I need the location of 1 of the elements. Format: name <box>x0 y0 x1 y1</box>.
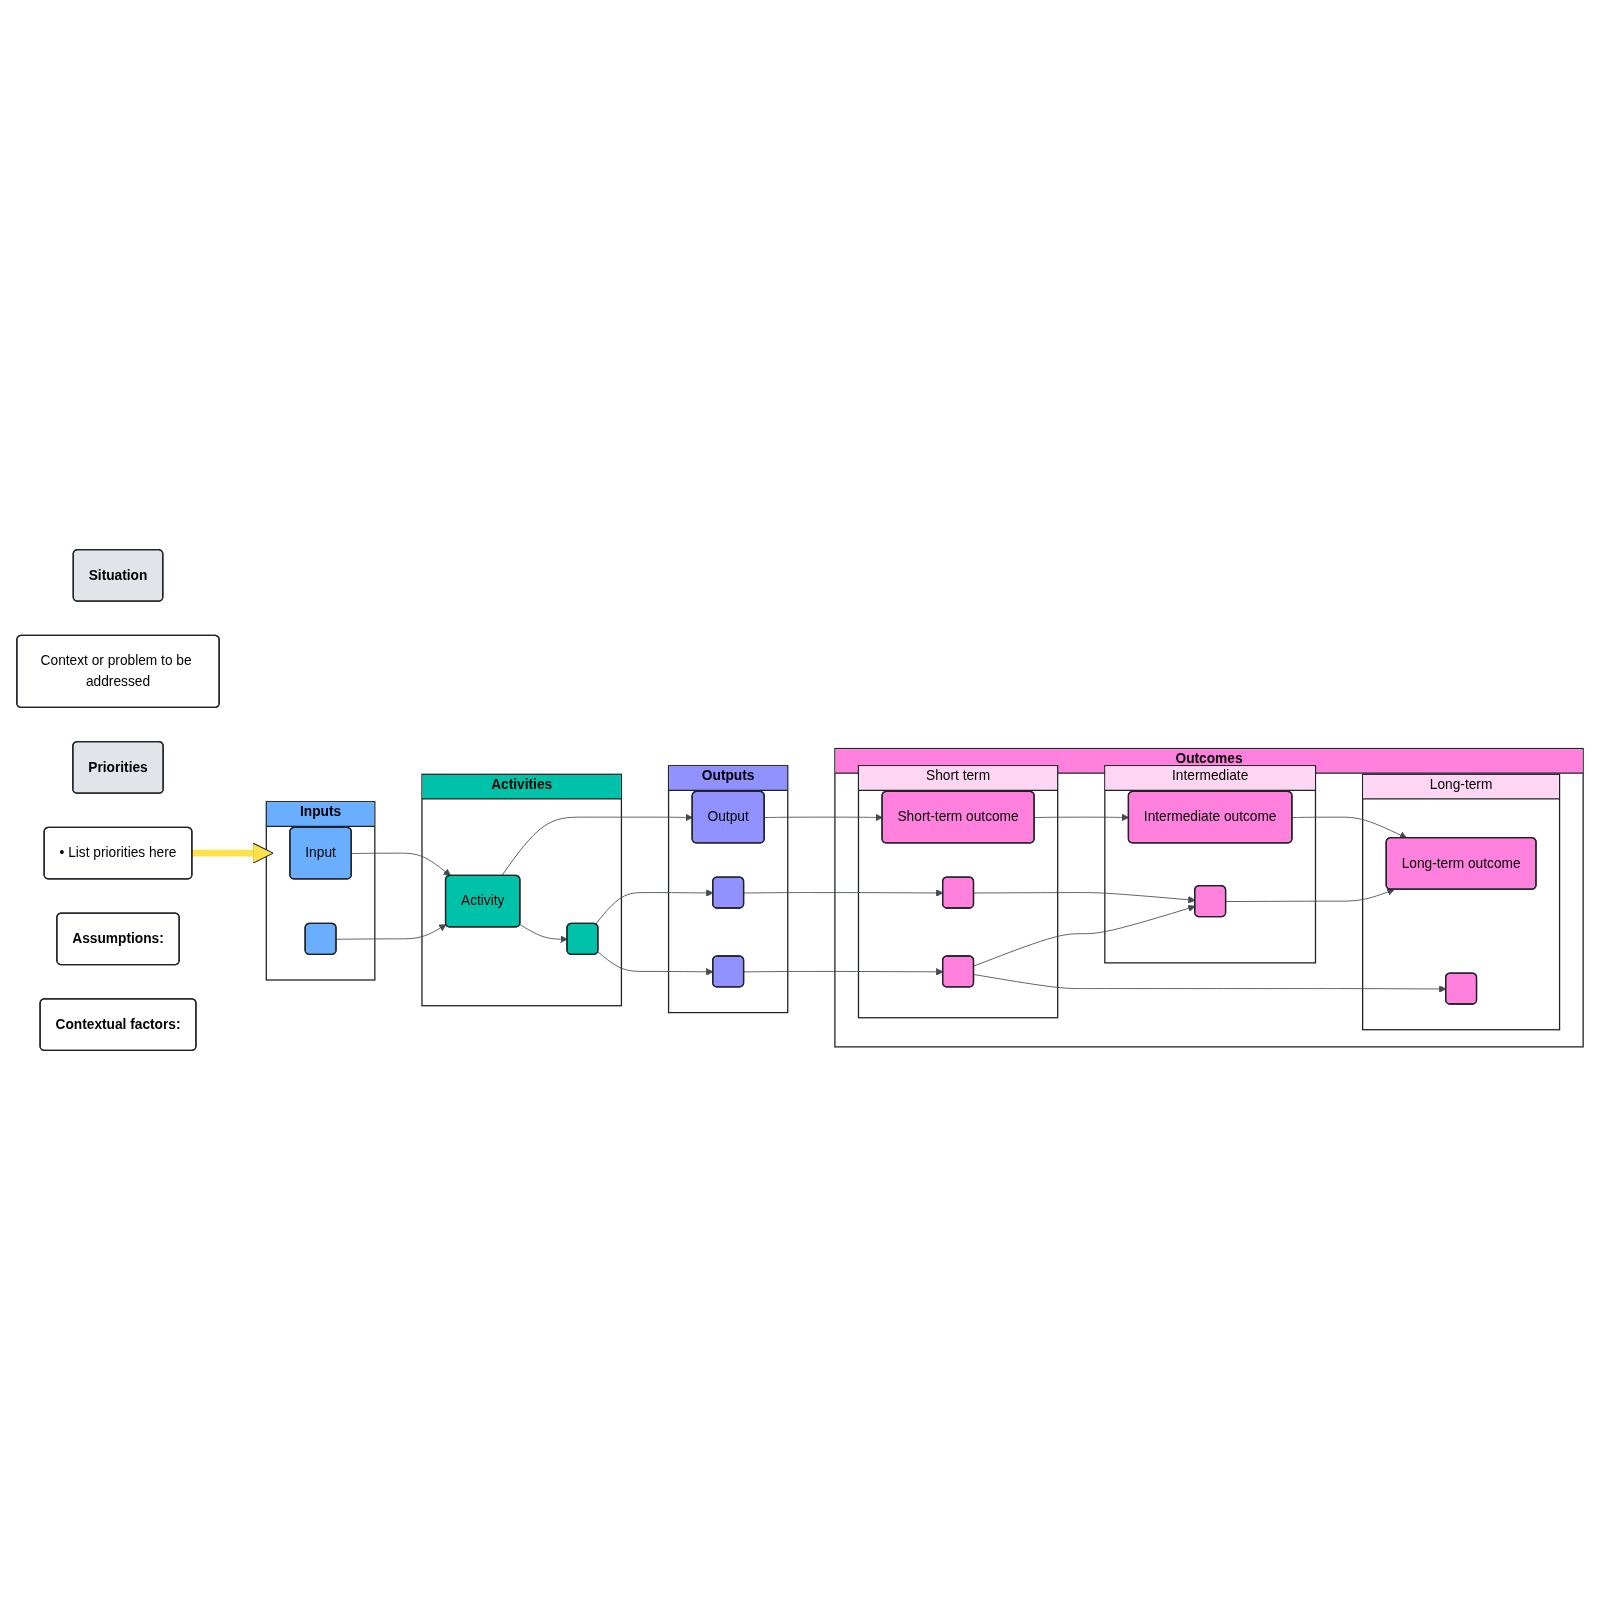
arrow <box>191 842 274 864</box>
